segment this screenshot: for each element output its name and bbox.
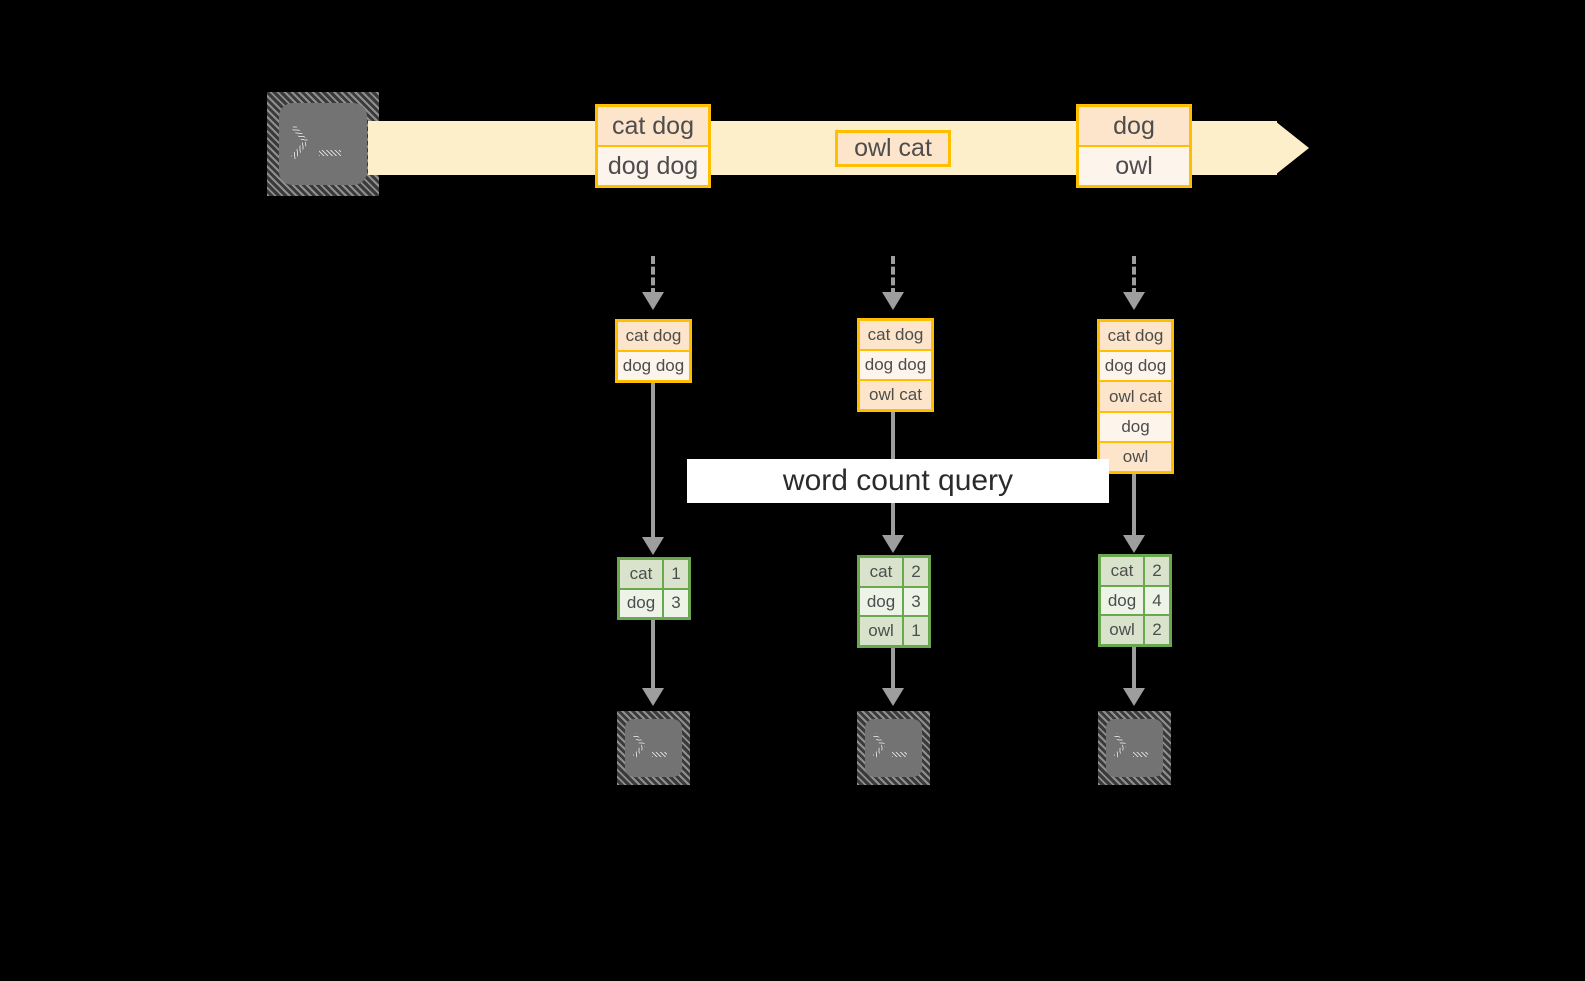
table-row: dog 3 bbox=[620, 589, 688, 617]
snapshot-3-input-table[interactable]: cat dog dog dog owl cat dog owl bbox=[1097, 319, 1174, 474]
stream-record-1[interactable]: cat dog dog dog bbox=[595, 104, 711, 188]
terminal-underscore-icon bbox=[1133, 752, 1148, 757]
snapshot-tap-arrowhead-1 bbox=[642, 292, 664, 310]
terminal-icon-sink-2 bbox=[857, 711, 930, 785]
snapshot-3-query-arrowhead bbox=[1123, 535, 1145, 553]
query-banner-label: word count query bbox=[782, 464, 1014, 497]
table-row: dog 3 bbox=[860, 587, 928, 618]
snapshot-1-query-line bbox=[651, 383, 655, 541]
snapshot-1-word: dog bbox=[620, 589, 664, 617]
stream-record-2-line-1: owl cat bbox=[838, 133, 948, 164]
snapshot-tap-arrowhead-2 bbox=[882, 292, 904, 310]
snapshot-2-query-arrowhead bbox=[882, 535, 904, 553]
snapshot-1-input-row: cat dog bbox=[618, 322, 689, 352]
table-row: owl 1 bbox=[860, 617, 928, 646]
terminal-icon-source bbox=[267, 92, 379, 196]
terminal-icon-sink-1 bbox=[617, 711, 690, 785]
snapshot-1-count: 3 bbox=[664, 589, 688, 617]
snapshot-3-sink-arrowhead bbox=[1123, 688, 1145, 706]
terminal-prompt-glyph bbox=[1098, 711, 1171, 785]
stream-record-3[interactable]: dog owl bbox=[1076, 104, 1192, 188]
snapshot-1-count: 1 bbox=[664, 560, 688, 588]
snapshot-1-input-row: dog dog bbox=[618, 352, 689, 380]
stream-record-2[interactable]: owl cat bbox=[835, 130, 951, 167]
snapshot-2-input-row: cat dog bbox=[860, 321, 931, 351]
snapshot-1-input-table[interactable]: cat dog dog dog bbox=[615, 319, 692, 383]
table-row: cat 2 bbox=[860, 558, 928, 588]
snapshot-1-word: cat bbox=[620, 560, 664, 588]
snapshot-2-count: 2 bbox=[904, 558, 928, 586]
terminal-screen bbox=[279, 103, 367, 185]
snapshot-3-input-row: owl bbox=[1100, 442, 1171, 472]
snapshot-3-input-row: dog dog bbox=[1100, 352, 1171, 383]
terminal-chevron-icon-lower bbox=[291, 140, 308, 160]
terminal-chevron-icon-lower bbox=[632, 744, 646, 758]
stream-record-1-line-1: cat dog bbox=[598, 107, 708, 147]
snapshot-2-count: 3 bbox=[904, 587, 928, 616]
snapshot-1-sink-arrowhead bbox=[642, 688, 664, 706]
snapshot-tap-line-1 bbox=[651, 256, 655, 296]
table-row: cat 1 bbox=[620, 560, 688, 590]
table-row: dog 4 bbox=[1101, 586, 1169, 617]
snapshot-3-count: 2 bbox=[1145, 557, 1169, 585]
table-row: owl 2 bbox=[1101, 616, 1169, 645]
snapshot-3-word: cat bbox=[1101, 557, 1145, 585]
snapshot-3-count: 4 bbox=[1145, 586, 1169, 615]
terminal-chevron-icon bbox=[291, 124, 308, 144]
snapshot-2-result-table[interactable]: cat 2 dog 3 owl 1 bbox=[857, 555, 931, 648]
snapshot-3-input-row: cat dog bbox=[1100, 322, 1171, 353]
terminal-underscore-icon bbox=[652, 752, 667, 757]
snapshot-1-query-arrowhead bbox=[642, 537, 664, 555]
table-row: cat 2 bbox=[1101, 557, 1169, 587]
terminal-prompt-glyph bbox=[267, 92, 379, 196]
terminal-screen bbox=[625, 719, 682, 777]
query-banner: word count query bbox=[687, 459, 1109, 503]
terminal-underscore-icon bbox=[319, 150, 341, 156]
terminal-chevron-icon-lower bbox=[872, 744, 886, 758]
terminal-prompt-glyph bbox=[857, 711, 930, 785]
snapshot-2-word: owl bbox=[860, 617, 904, 646]
snapshot-2-word: dog bbox=[860, 587, 904, 616]
snapshot-3-sink-line bbox=[1132, 647, 1136, 692]
terminal-underscore-icon bbox=[892, 752, 907, 757]
snapshot-3-query-line bbox=[1132, 474, 1136, 539]
snapshot-3-word: owl bbox=[1101, 616, 1145, 645]
snapshot-1-result-table[interactable]: cat 1 dog 3 bbox=[617, 557, 691, 620]
snapshot-3-result-table[interactable]: cat 2 dog 4 owl 2 bbox=[1098, 554, 1172, 647]
snapshot-2-input-row: dog dog bbox=[860, 351, 931, 381]
stream-record-3-line-2: owl bbox=[1079, 147, 1189, 185]
terminal-prompt-glyph bbox=[617, 711, 690, 785]
terminal-screen bbox=[1106, 719, 1163, 777]
snapshot-3-count: 2 bbox=[1145, 616, 1169, 645]
terminal-icon-sink-3 bbox=[1098, 711, 1171, 785]
snapshot-2-sink-arrowhead bbox=[882, 688, 904, 706]
snapshot-tap-line-2 bbox=[891, 256, 895, 296]
terminal-screen bbox=[865, 719, 922, 777]
stream-arrow-head bbox=[1275, 121, 1309, 175]
snapshot-2-word: cat bbox=[860, 558, 904, 586]
snapshot-3-input-row: owl cat bbox=[1100, 382, 1171, 413]
stream-record-1-line-2: dog dog bbox=[598, 147, 708, 185]
snapshot-2-count: 1 bbox=[904, 617, 928, 646]
terminal-chevron-icon-lower bbox=[1113, 744, 1127, 758]
snapshot-2-sink-line bbox=[891, 648, 895, 692]
snapshot-2-input-table[interactable]: cat dog dog dog owl cat bbox=[857, 318, 934, 412]
snapshot-3-input-row: dog bbox=[1100, 412, 1171, 443]
snapshot-tap-arrowhead-3 bbox=[1123, 292, 1145, 310]
snapshot-2-input-row: owl cat bbox=[860, 381, 931, 409]
stream-record-3-line-1: dog bbox=[1079, 107, 1189, 147]
snapshot-1-sink-line bbox=[651, 620, 655, 692]
snapshot-3-word: dog bbox=[1101, 586, 1145, 615]
snapshot-tap-line-3 bbox=[1132, 256, 1136, 296]
